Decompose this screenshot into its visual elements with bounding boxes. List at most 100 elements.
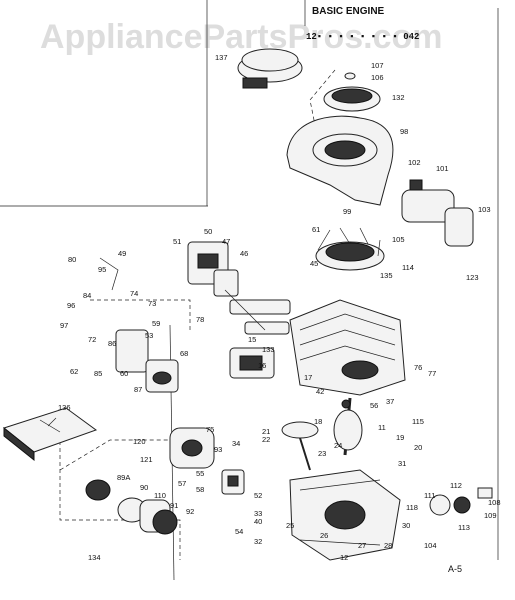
- callout-40: 40: [254, 517, 262, 526]
- blower-housing: [286, 115, 394, 206]
- callout-60: 60: [120, 369, 128, 378]
- diagram-title: BASIC ENGINE: [312, 6, 385, 17]
- callout-75: 75: [206, 425, 214, 434]
- callout-109: 109: [484, 511, 497, 520]
- callout-137: 137: [215, 53, 228, 62]
- ignition-coil: [229, 347, 275, 379]
- callout-92: 92: [186, 507, 194, 516]
- crankshaft: [333, 397, 363, 456]
- callout-16: 16: [258, 361, 266, 370]
- diagram-subtitle: 12▪ ▪ ▪ ▪ ▪ ▪ ▪ ▪ 042: [306, 32, 420, 42]
- callout-101: 101: [436, 164, 449, 173]
- callout-102: 102: [408, 158, 421, 167]
- callout-106: 106: [371, 73, 384, 82]
- callout-111: 111: [424, 491, 435, 500]
- callout-33: 33: [254, 509, 262, 518]
- callout-108: 108: [488, 498, 501, 507]
- callout-labels: 1371071061329810210110399611051141238049…: [58, 53, 501, 562]
- muffler: [401, 179, 474, 247]
- piston-rod: [281, 421, 319, 471]
- air-filter-parts: [85, 479, 178, 535]
- callout-96: 96: [67, 301, 75, 310]
- callout-107: 107: [371, 61, 384, 70]
- callout-30: 30: [402, 521, 410, 530]
- callout-49: 49: [118, 249, 126, 258]
- callout-84: 84: [83, 291, 91, 300]
- callout-18: 18: [314, 417, 322, 426]
- callout-21: 21: [262, 427, 270, 436]
- callout-58: 58: [196, 485, 204, 494]
- callout-104: 104: [424, 541, 437, 550]
- callout-27: 27: [358, 541, 366, 550]
- callout-11: 11: [378, 423, 386, 432]
- callout-52: 52: [254, 491, 262, 500]
- callout-118: 118: [406, 503, 418, 512]
- callout-91: 91: [170, 501, 178, 510]
- callout-121: 121: [140, 455, 153, 464]
- cylinder-block: [289, 299, 406, 396]
- assembly-bracket-mid: [59, 439, 170, 471]
- callout-42: 42: [316, 387, 324, 396]
- callout-17: 17: [304, 373, 312, 382]
- callout-78: 78: [196, 315, 204, 324]
- callout-62: 62: [70, 367, 78, 376]
- bearing-seal: [429, 487, 493, 516]
- callout-47: 47: [222, 237, 230, 246]
- carburetor: [187, 241, 239, 297]
- callout-54: 54: [235, 527, 243, 536]
- callout-24: 24: [334, 441, 342, 450]
- callout-28: 28: [384, 541, 392, 550]
- callout-74: 74: [130, 289, 138, 298]
- callout-89A: 89A: [117, 473, 130, 482]
- manual-book-icon: [2, 407, 98, 462]
- callout-51: 51: [173, 237, 181, 246]
- callout-97: 97: [60, 321, 68, 330]
- callout-25: 25: [286, 521, 294, 530]
- callout-46: 46: [240, 249, 248, 258]
- callout-86: 86: [108, 339, 116, 348]
- callout-132: 132: [392, 93, 405, 102]
- assembly-bracket-upper: [90, 299, 191, 330]
- callout-90: 90: [140, 483, 148, 492]
- callout-book: 136: [58, 403, 71, 412]
- engine-base: [289, 469, 401, 561]
- flywheel: [315, 227, 385, 271]
- fuel-pump: [99, 257, 179, 393]
- callout-76: 76: [414, 363, 422, 372]
- sheet-id: A-5: [448, 564, 463, 574]
- callout-120: 120: [133, 437, 146, 446]
- starter-cup: [323, 72, 381, 112]
- callout-56: 56: [370, 401, 378, 410]
- callout-98: 98: [400, 127, 408, 136]
- callout-12: 12: [340, 553, 348, 562]
- callout-55: 55: [196, 469, 204, 478]
- callout-133: 133: [262, 345, 275, 354]
- callout-87: 87: [134, 385, 142, 394]
- callout-32: 32: [254, 537, 262, 546]
- callout-72: 72: [88, 335, 96, 344]
- callout-31: 31: [398, 459, 406, 468]
- callout-59: 59: [152, 319, 160, 328]
- callout-135: 135: [380, 271, 393, 280]
- callout-95: 95: [98, 265, 106, 274]
- callout-45: 45: [310, 259, 318, 268]
- callout-113: 113: [458, 523, 470, 532]
- callout-110: 110: [154, 491, 166, 500]
- callout-26: 26: [320, 531, 328, 540]
- callout-57: 57: [178, 479, 186, 488]
- valve-assembly: [224, 289, 291, 335]
- callout-112: 112: [450, 481, 462, 490]
- callout-34: 34: [232, 439, 240, 448]
- callout-68: 68: [180, 349, 188, 358]
- callout-105: 105: [392, 235, 405, 244]
- callout-53: 53: [145, 331, 153, 340]
- callout-15: 15: [248, 335, 256, 344]
- callout-19: 19: [396, 433, 404, 442]
- callout-134: 134: [88, 553, 101, 562]
- callout-22: 22: [262, 435, 270, 444]
- callout-123: 123: [466, 273, 479, 282]
- callout-61: 61: [312, 225, 320, 234]
- callout-80: 80: [68, 255, 76, 264]
